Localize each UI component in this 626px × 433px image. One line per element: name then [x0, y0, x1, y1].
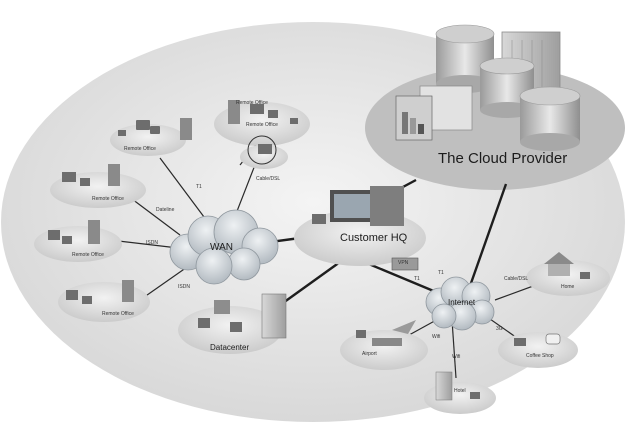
- airport-plane: [356, 320, 416, 346]
- link-label: 3G: [496, 326, 503, 332]
- remote-office-label: Remote Office: [92, 196, 124, 202]
- hotel-label: Hotel: [454, 388, 466, 394]
- link-label: Wifi: [452, 354, 461, 360]
- link-label: T1: [196, 184, 202, 190]
- link-label: ISDN: [146, 240, 158, 246]
- remote-office-label: Remote Office: [124, 146, 156, 152]
- airport-pad: [340, 330, 428, 370]
- cloud-provider-label: The Cloud Provider: [438, 150, 568, 167]
- wan-cloud: [169, 209, 279, 285]
- link-label: Cable/DSL: [504, 276, 529, 282]
- internet-label: Internet: [448, 298, 476, 307]
- wan-label: WAN: [210, 242, 233, 253]
- link-label: T1: [414, 276, 420, 282]
- coffee-shop-pad: [498, 332, 578, 368]
- coffee-shop-label: Coffee Shop: [526, 353, 554, 359]
- hotel-building: [435, 371, 480, 401]
- home-pad: [526, 260, 610, 296]
- home-label: Home: [561, 284, 575, 290]
- hq-internet-link: [363, 260, 437, 294]
- link-label: ISDN: [178, 284, 190, 290]
- link-label: Cable/DSL: [256, 176, 281, 182]
- vpn-box: [391, 257, 419, 271]
- home-house: [544, 252, 590, 279]
- link-label: Dateline: [156, 207, 175, 213]
- remote-office-label: Remote Office: [236, 100, 268, 106]
- remote-office-label: Remote Office: [72, 252, 104, 258]
- remote-office-label: Remote Office: [246, 122, 278, 128]
- office-equipment: [48, 100, 298, 304]
- datacenter-equipment: [198, 293, 287, 339]
- remote-office-label: Remote Office: [102, 311, 134, 317]
- hotel-pad: [424, 382, 496, 414]
- internet-cloud-link: [468, 183, 508, 287]
- vpn-label: VPN: [398, 260, 409, 266]
- datacenter-label: Datacenter: [210, 343, 250, 352]
- customer-hq-label: Customer HQ: [340, 232, 408, 244]
- airport-label: Airport: [362, 351, 377, 357]
- remote-office-pads: [34, 102, 310, 322]
- cloud-provider-servers: [395, 24, 581, 151]
- link-label: T1: [438, 270, 444, 276]
- internet-cloud: [425, 276, 495, 331]
- coffee-cup: [514, 333, 561, 346]
- link-label: Wifi: [432, 334, 441, 340]
- hq-equipment: [312, 186, 404, 226]
- highlight-ring: [247, 135, 277, 165]
